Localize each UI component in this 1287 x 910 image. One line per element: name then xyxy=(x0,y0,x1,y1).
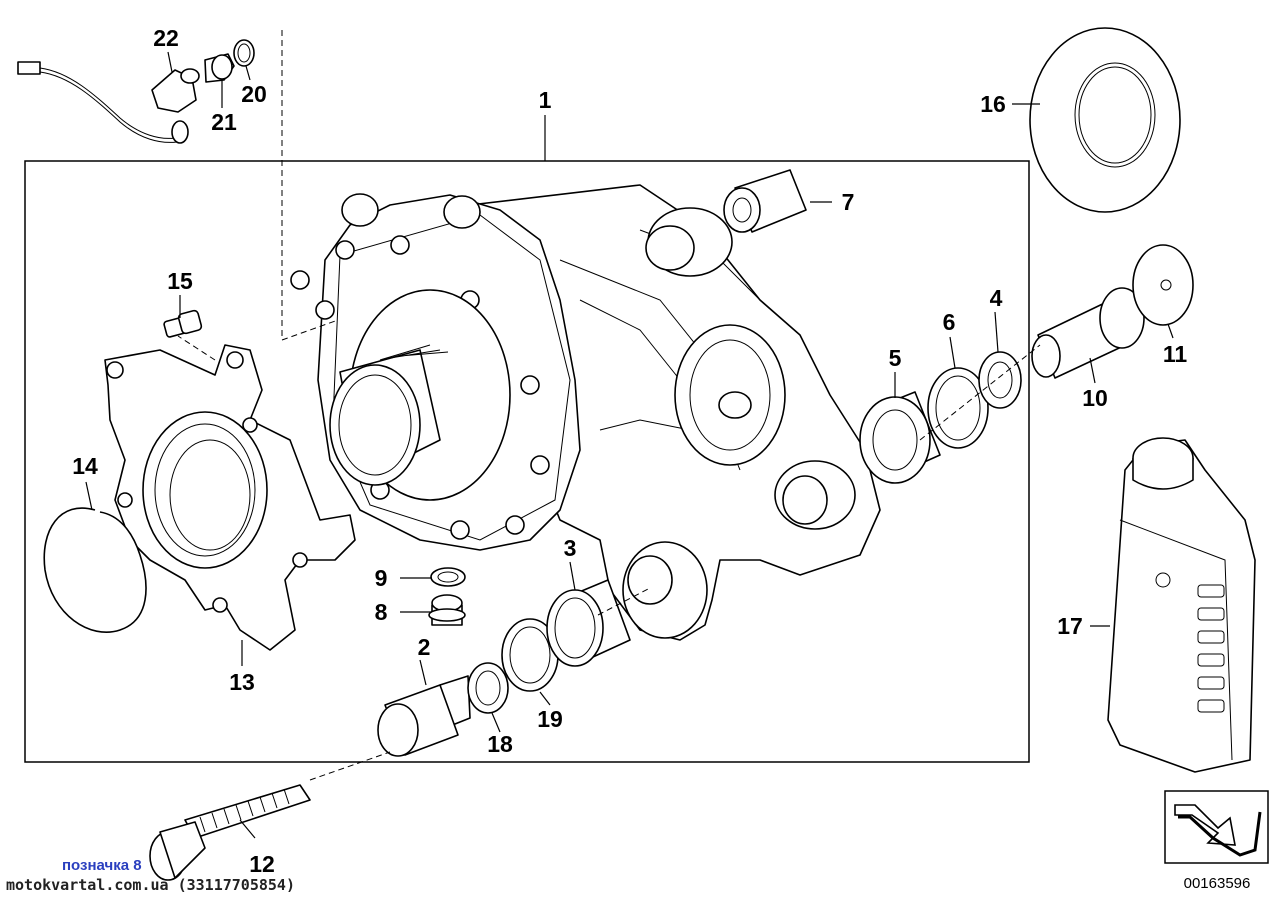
label-3: 3 xyxy=(564,535,577,561)
label-21: 21 xyxy=(211,109,237,135)
label-5: 5 xyxy=(889,345,902,371)
label-20: 20 xyxy=(241,81,267,107)
flange-bolt xyxy=(163,309,203,338)
shim-18 xyxy=(467,662,509,714)
label-15: 15 xyxy=(167,268,193,294)
footer-note: позначка 8 xyxy=(62,857,142,874)
label-4: 4 xyxy=(990,285,1003,311)
oil-bottle-17 xyxy=(1107,437,1256,773)
label-17: 17 xyxy=(1057,613,1083,639)
long-bolt-12 xyxy=(149,784,311,881)
label-1: 1 xyxy=(539,87,552,113)
seal-4 xyxy=(978,351,1022,409)
label-13: 13 xyxy=(229,669,255,695)
watermark: motokvartal.com.ua (33117705854) xyxy=(6,876,295,894)
label-18: 18 xyxy=(487,731,513,757)
spacer-sleeve-2 xyxy=(377,675,471,757)
label-11: 11 xyxy=(1163,341,1188,367)
seal-ring-9 xyxy=(430,567,466,587)
drive-flange xyxy=(104,344,356,651)
label-2: 2 xyxy=(418,634,431,660)
assembly-frame xyxy=(24,160,1030,763)
label-10: 10 xyxy=(1082,385,1108,411)
label-14: 14 xyxy=(72,453,98,479)
navigation-arrow-box[interactable] xyxy=(1164,790,1269,864)
label-8: 8 xyxy=(375,599,388,625)
part-number-labels: 1 2 3 4 5 6 7 8 9 10 11 12 13 14 15 16 1… xyxy=(72,25,1187,877)
circlip xyxy=(43,507,147,633)
rubber-bush-7 xyxy=(723,169,807,233)
ring-6 xyxy=(927,367,989,449)
drain-plug-8 xyxy=(428,594,466,626)
cover-plate-16 xyxy=(1029,27,1181,213)
label-6: 6 xyxy=(943,309,956,335)
ball-bearing-5 xyxy=(859,391,941,484)
final-drive-housing xyxy=(290,184,881,641)
diagram-code: 00163596 xyxy=(1184,875,1251,892)
label-19: 19 xyxy=(537,706,563,732)
speed-sensor-cable xyxy=(17,39,255,144)
axle-tube-10 xyxy=(1031,287,1145,379)
label-16: 16 xyxy=(980,91,1006,117)
label-7: 7 xyxy=(842,189,855,215)
label-12: 12 xyxy=(249,851,275,877)
label-9: 9 xyxy=(375,565,388,591)
label-22: 22 xyxy=(153,25,179,51)
leader-lines xyxy=(85,30,1174,839)
